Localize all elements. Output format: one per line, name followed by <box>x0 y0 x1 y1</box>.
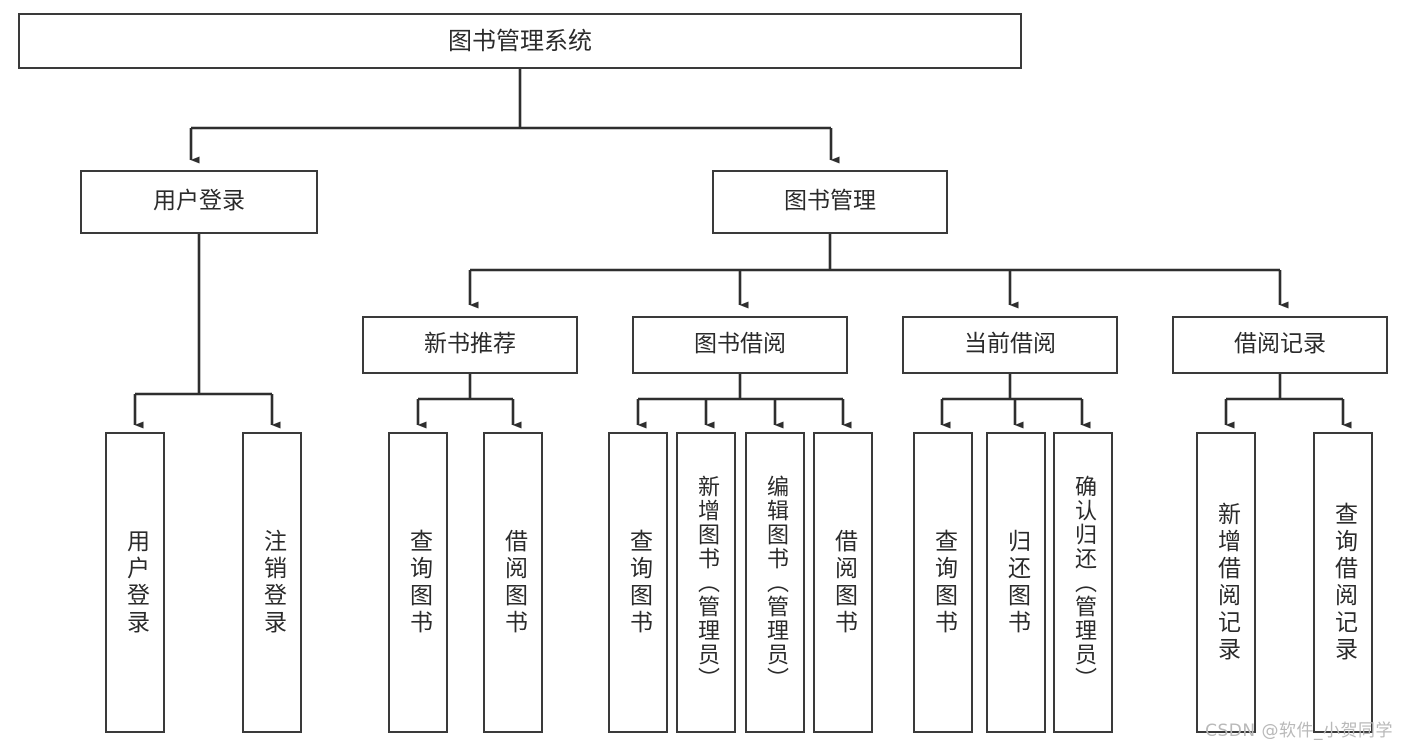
node-label: 编辑图书（管理员） <box>763 474 788 691</box>
node-label: 用户登录 <box>153 188 245 215</box>
node-label: 借阅图书 <box>500 528 527 637</box>
node-leaf-edit-book[interactable]: 编辑图书（管理员） <box>745 432 805 733</box>
node-leaf-query-record[interactable]: 查询借阅记录 <box>1313 432 1373 733</box>
node-label: 图书管理 <box>784 188 876 215</box>
node-leaf-logout[interactable]: 注销登录 <box>242 432 302 733</box>
csdn-watermark: CSDN @软件_小贺同学 <box>1205 721 1393 741</box>
node-leaf-query-book-1[interactable]: 查询图书 <box>388 432 448 733</box>
node-label: 图书管理系统 <box>448 26 592 55</box>
node-book-manage[interactable]: 图书管理 <box>712 170 948 234</box>
node-leaf-return-book[interactable]: 归还图书 <box>986 432 1046 733</box>
node-label: 新书推荐 <box>424 331 516 358</box>
node-borrow-record[interactable]: 借阅记录 <box>1172 316 1388 374</box>
node-leaf-add-book[interactable]: 新增图书（管理员） <box>676 432 736 733</box>
node-leaf-query-book-3[interactable]: 查询图书 <box>913 432 973 733</box>
node-leaf-borrow-book-1[interactable]: 借阅图书 <box>483 432 543 733</box>
node-label: 查询借阅记录 <box>1330 501 1357 664</box>
node-label: 查询图书 <box>625 528 652 637</box>
node-leaf-borrow-book-2[interactable]: 借阅图书 <box>813 432 873 733</box>
node-new-book-recommend[interactable]: 新书推荐 <box>362 316 578 374</box>
node-book-borrow[interactable]: 图书借阅 <box>632 316 848 374</box>
node-label: 借阅记录 <box>1234 331 1326 358</box>
node-leaf-confirm-return[interactable]: 确认归还（管理员） <box>1053 432 1113 733</box>
node-label: 新增图书（管理员） <box>694 474 719 691</box>
node-label: 注销登录 <box>259 528 286 637</box>
node-leaf-query-book-2[interactable]: 查询图书 <box>608 432 668 733</box>
node-label: 新增借阅记录 <box>1213 501 1240 664</box>
node-user-login[interactable]: 用户登录 <box>80 170 318 234</box>
node-root-system[interactable]: 图书管理系统 <box>18 13 1022 69</box>
node-current-borrow[interactable]: 当前借阅 <box>902 316 1118 374</box>
node-label: 查询图书 <box>405 528 432 637</box>
node-label: 确认归还（管理员） <box>1071 474 1096 691</box>
node-label: 用户登录 <box>122 528 149 637</box>
node-leaf-add-record[interactable]: 新增借阅记录 <box>1196 432 1256 733</box>
node-label: 借阅图书 <box>830 528 857 637</box>
node-label: 查询图书 <box>930 528 957 637</box>
node-label: 归还图书 <box>1003 528 1030 637</box>
node-label: 当前借阅 <box>964 331 1056 358</box>
node-leaf-user-login[interactable]: 用户登录 <box>105 432 165 733</box>
node-label: 图书借阅 <box>694 331 786 358</box>
